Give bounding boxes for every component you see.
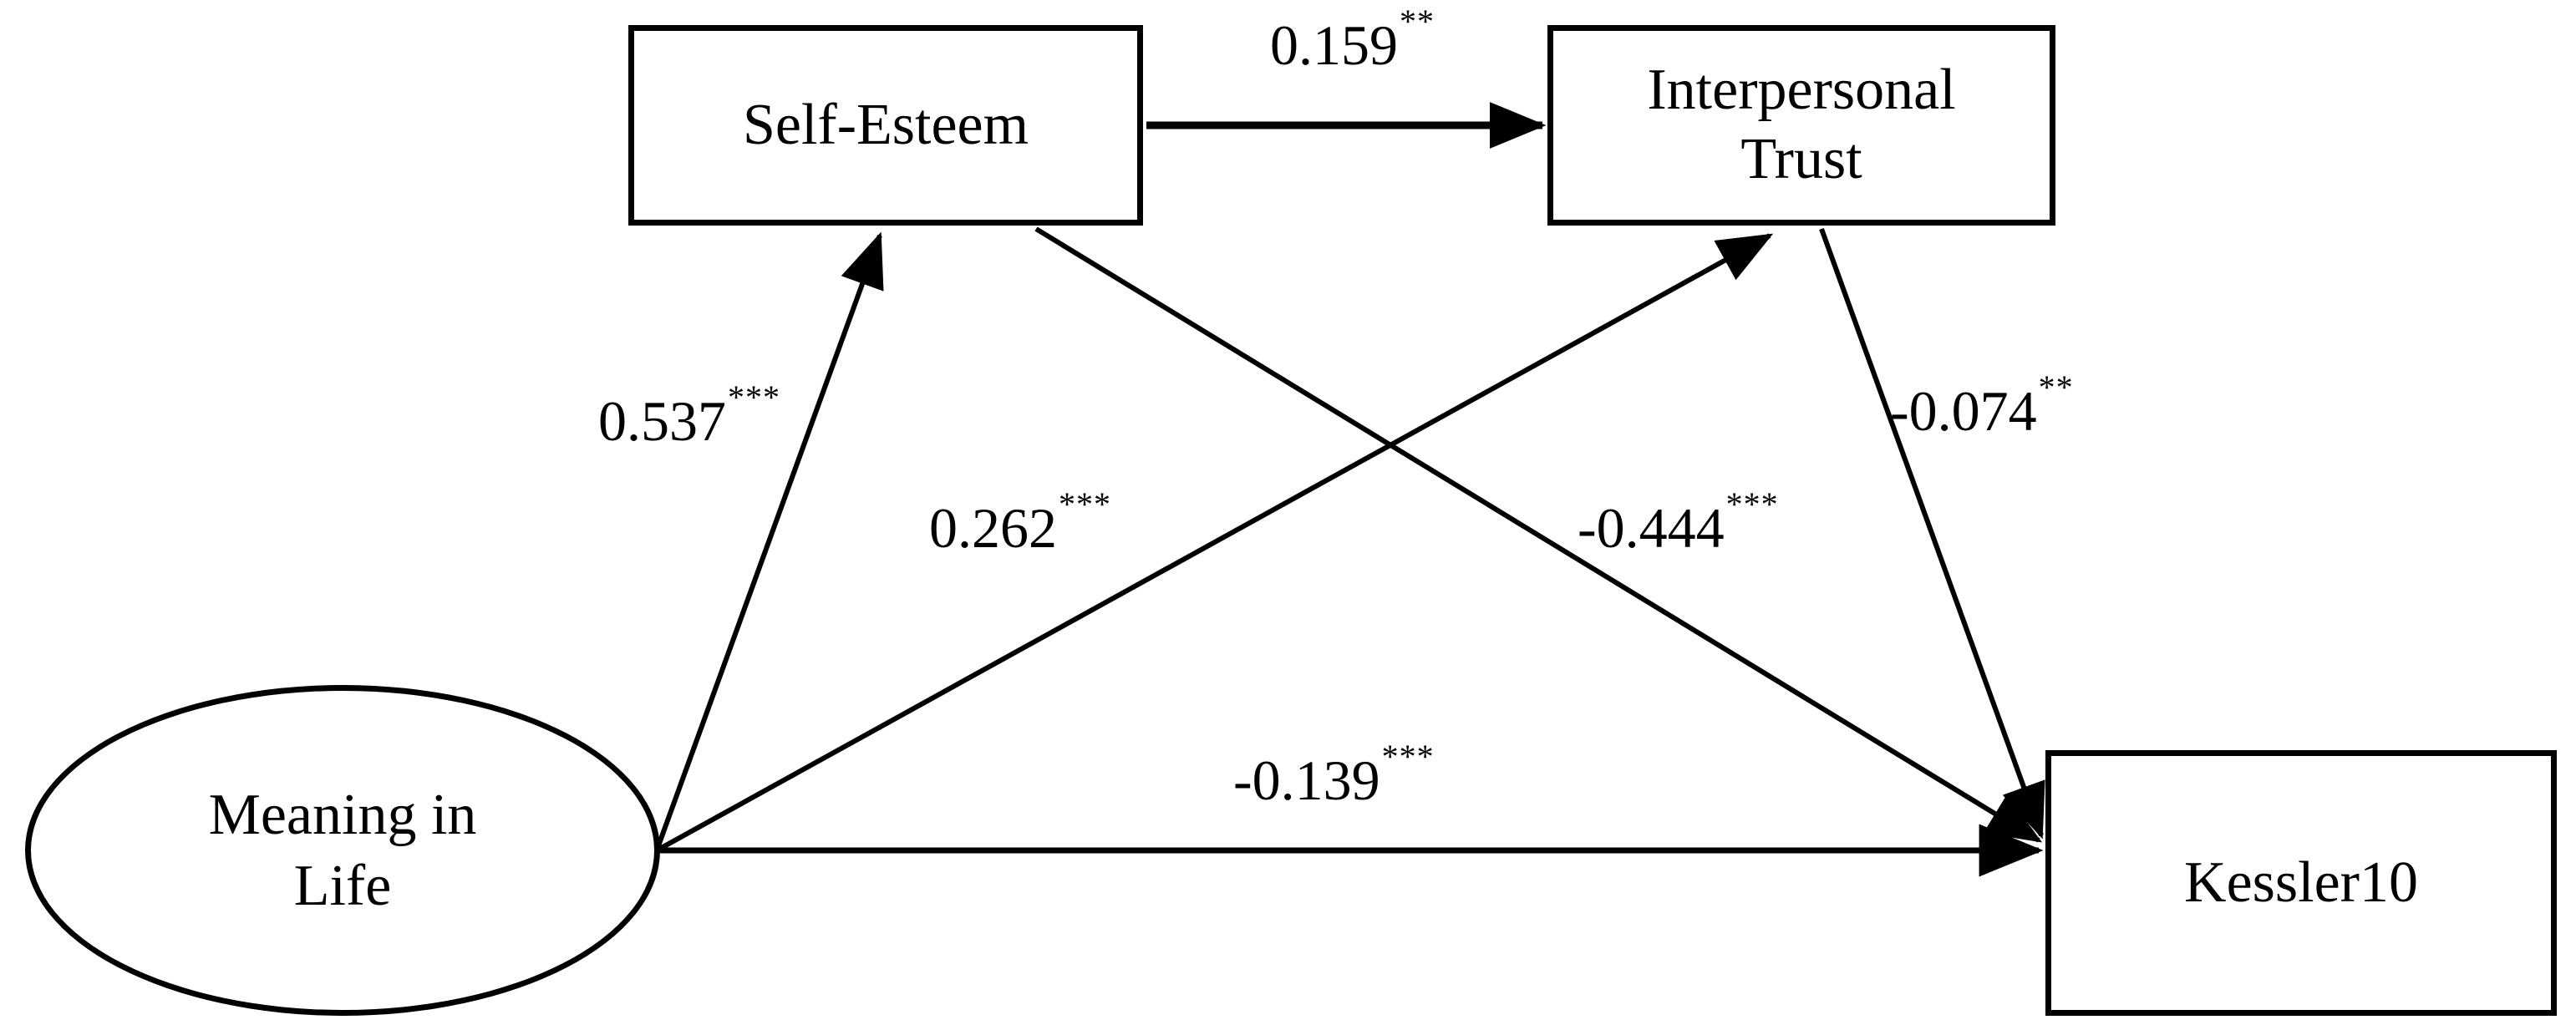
coefficient-value: -0.074 (1890, 379, 2037, 443)
path-label-meaning-in-life-to-interpersonal-trust: 0.262*** (929, 488, 1111, 560)
path-label-self-esteem-to-interpersonal-trust: 0.159** (1270, 5, 1435, 77)
node-kessler10[interactable]: Kessler10 (2045, 750, 2557, 1016)
significance-stars: *** (1381, 738, 1435, 776)
arrow-meaning-in-life-to-interpersonal-trust (655, 233, 1774, 853)
arrow-meaning-in-life-to-self-esteem (654, 231, 884, 852)
arrow-interpersonal-trust-to-kessler10 (1819, 227, 2045, 840)
path-label-meaning-in-life-to-self-esteem: 0.537*** (598, 381, 780, 453)
significance-stars: ** (2038, 368, 2074, 407)
node-meaning-in-life-label: Meaning in Life (208, 782, 477, 918)
node-self-esteem-label: Self-Esteem (742, 92, 1029, 157)
node-self-esteem[interactable]: Self-Esteem (628, 25, 1143, 226)
coefficient-value: 0.159 (1270, 13, 1398, 77)
path-label-interpersonal-trust-to-kessler10: -0.074** (1890, 371, 2074, 443)
significance-stars: *** (1725, 485, 1779, 524)
path-label-meaning-in-life-to-kessler10: -0.139*** (1233, 740, 1435, 812)
node-interpersonal-trust-label: Interpersonal Trust (1647, 58, 1956, 191)
node-kessler10-label: Kessler10 (2184, 850, 2418, 915)
node-meaning-in-life[interactable]: Meaning in Life (25, 685, 660, 1016)
node-interpersonal-trust[interactable]: Interpersonal Trust (1547, 25, 2055, 226)
significance-stars: ** (1400, 3, 1435, 41)
coefficient-value: -0.444 (1578, 496, 1725, 560)
coefficient-value: -0.139 (1233, 748, 1380, 812)
path-label-self-esteem-to-kessler10: -0.444*** (1578, 488, 1779, 560)
coefficient-value: 0.537 (598, 389, 726, 453)
significance-stars: *** (1059, 485, 1111, 524)
coefficient-value: 0.262 (929, 496, 1057, 560)
significance-stars: *** (728, 378, 780, 417)
arrow-self-esteem-to-kessler10 (1034, 226, 2043, 843)
